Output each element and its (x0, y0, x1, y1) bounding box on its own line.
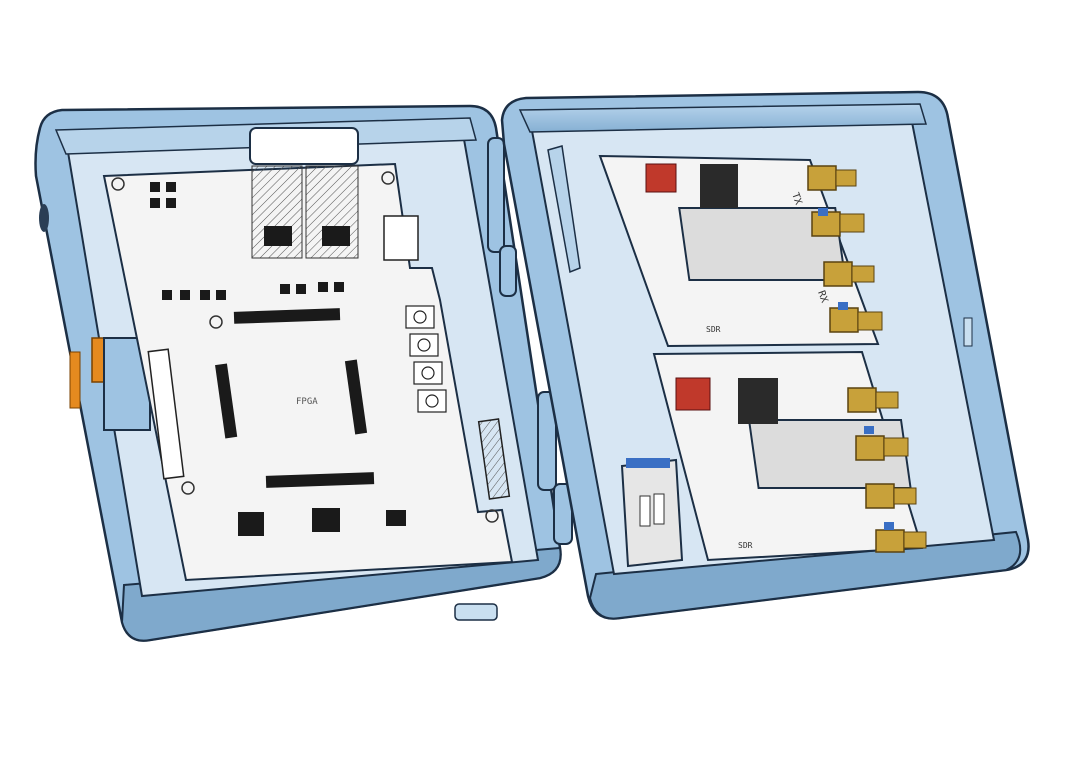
board-name-label: SDR (706, 325, 721, 334)
board-connector (233, 308, 341, 324)
pin-block (738, 378, 778, 424)
mount-hole (111, 177, 125, 191)
side-port-icon (39, 204, 49, 232)
board-connector (215, 363, 238, 439)
ic-chip (386, 510, 406, 526)
mount-hole (209, 315, 223, 329)
board-tx-label: TX (789, 191, 803, 206)
tact-button-group (405, 305, 447, 413)
board-connector (265, 472, 375, 488)
sma-connector-icon (847, 387, 927, 553)
pin-block (700, 164, 738, 208)
board-name-label: SDR (738, 541, 753, 550)
shield-can (678, 207, 847, 281)
lid-inner-wall (518, 103, 928, 133)
pin-header (147, 348, 185, 480)
edge-connector (477, 418, 511, 500)
sma-connector-icon (807, 165, 883, 333)
lid-side-notch (963, 317, 973, 347)
latch-tab (69, 351, 81, 409)
main-pcb: FPGA (102, 162, 514, 582)
header-connector (383, 215, 419, 261)
pad-cluster (150, 182, 344, 300)
dip-switch (645, 163, 677, 193)
bottom-slot (454, 603, 498, 621)
top-cutout (249, 127, 359, 165)
base-front-wall (120, 546, 562, 642)
sfp-module (620, 458, 684, 568)
ic-chip (264, 226, 292, 246)
mount-hole (485, 509, 499, 523)
lid-front-wall (588, 530, 1022, 620)
ic-chip (238, 512, 264, 536)
ic-chip (322, 226, 350, 246)
sdr-board-top: TX RX SDR (598, 154, 880, 348)
board-rx-label: RX (815, 289, 829, 304)
mount-hole (381, 171, 395, 185)
mount-hole (181, 481, 195, 495)
board-connector (344, 359, 368, 435)
lid-rib (547, 145, 581, 274)
ic-chip (312, 508, 340, 532)
pcb-label: FPGA (296, 397, 318, 407)
dip-switch (675, 377, 711, 411)
hinge-icon (487, 137, 573, 545)
